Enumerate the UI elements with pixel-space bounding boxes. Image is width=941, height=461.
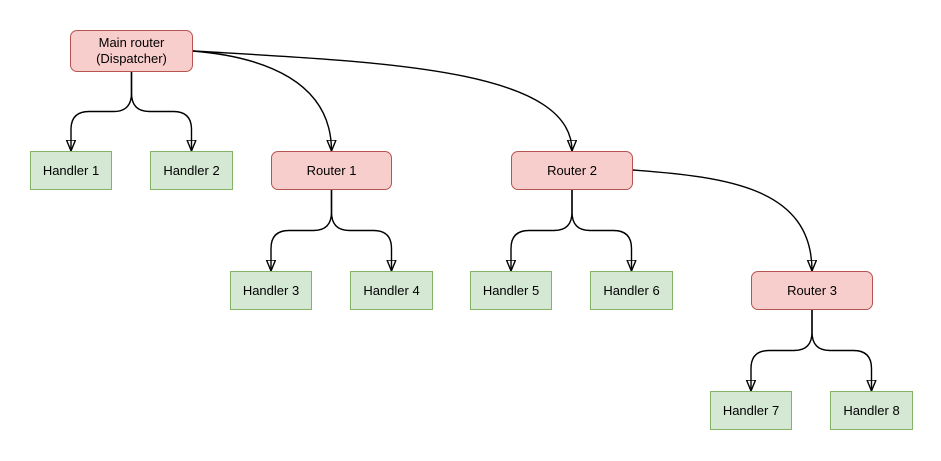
handler-5-label: Handler 5	[482, 282, 540, 298]
node-handler-2: Handler 2	[150, 151, 233, 190]
node-handler-5: Handler 5	[470, 271, 552, 310]
edge-router-2-to-handler-5	[511, 190, 573, 271]
node-handler-8: Handler 8	[830, 391, 913, 430]
edge-router-1-to-handler-3	[271, 190, 333, 271]
node-main-router: Main router (Dispatcher)	[70, 30, 193, 72]
edge-main-to-router-2	[192, 50, 572, 151]
edge-main-to-handler-2	[130, 72, 192, 151]
router-2-label: Router 2	[547, 162, 597, 178]
node-handler-4: Handler 4	[350, 271, 433, 310]
handler-7-label: Handler 7	[722, 402, 780, 418]
edge-router-2-to-router-3	[632, 169, 812, 271]
main-router-label-line2: (Dispatcher)	[96, 51, 167, 66]
node-router-3: Router 3	[751, 271, 873, 310]
handler-6-label: Handler 6	[603, 282, 660, 298]
node-handler-3: Handler 3	[230, 271, 312, 310]
edge-router-2-to-handler-6	[571, 190, 632, 271]
router-3-label: Router 3	[787, 282, 837, 298]
node-handler-1: Handler 1	[30, 151, 112, 190]
main-router-label-line1: Main router	[98, 35, 165, 50]
edge-main-to-handler-1	[71, 72, 133, 151]
handler-3-label: Handler 3	[242, 282, 300, 298]
node-router-2: Router 2	[511, 151, 633, 190]
handler-1-label: Handler 1	[42, 162, 100, 178]
router-1-label: Router 1	[306, 162, 357, 178]
edge-router-3-to-handler-8	[811, 310, 872, 391]
handler-4-label: Handler 4	[363, 282, 420, 298]
node-handler-6: Handler 6	[590, 271, 673, 310]
edge-router-1-to-handler-4	[330, 190, 392, 271]
node-handler-7: Handler 7	[710, 391, 792, 430]
handler-8-label: Handler 8	[843, 402, 900, 418]
node-router-1: Router 1	[271, 151, 392, 190]
edge-router-3-to-handler-7	[751, 310, 813, 391]
edge-main-to-router-1	[192, 50, 332, 151]
handler-2-label: Handler 2	[163, 162, 220, 178]
